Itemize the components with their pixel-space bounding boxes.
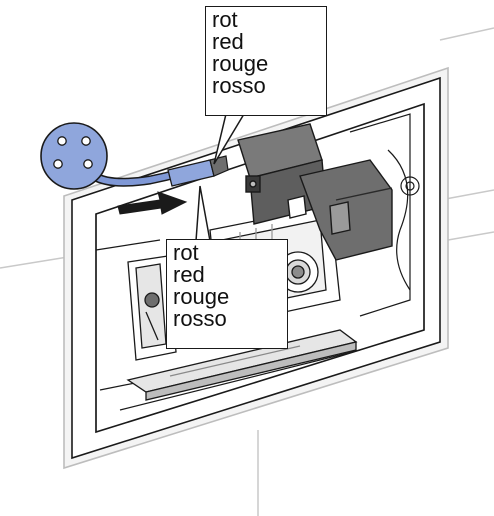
blue-cable bbox=[89, 155, 229, 187]
callout-line-italian: rosso bbox=[212, 73, 266, 98]
callout-line-french: rouge bbox=[173, 284, 230, 309]
callout-line-german: rot bbox=[212, 7, 238, 32]
connector-plug-icon bbox=[40, 122, 108, 190]
solenoid-unit bbox=[237, 123, 393, 261]
callout-pointers bbox=[195, 113, 246, 242]
callout-line-italian: rosso bbox=[173, 306, 227, 331]
callout-line-english: red bbox=[173, 262, 205, 287]
callout-line-french: rouge bbox=[212, 51, 269, 76]
color-label-callout-top: rot red rouge rosso bbox=[205, 6, 327, 116]
color-label-callout-bottom: rot red rouge rosso bbox=[166, 239, 288, 349]
wall-tile-lines bbox=[0, 27, 494, 516]
mounting-plate bbox=[126, 329, 358, 401]
lever-bracket bbox=[127, 255, 177, 361]
insertion-arrow-icon bbox=[117, 191, 188, 215]
callout-line-english: red bbox=[212, 29, 244, 54]
callout-line-german: rot bbox=[173, 240, 199, 265]
